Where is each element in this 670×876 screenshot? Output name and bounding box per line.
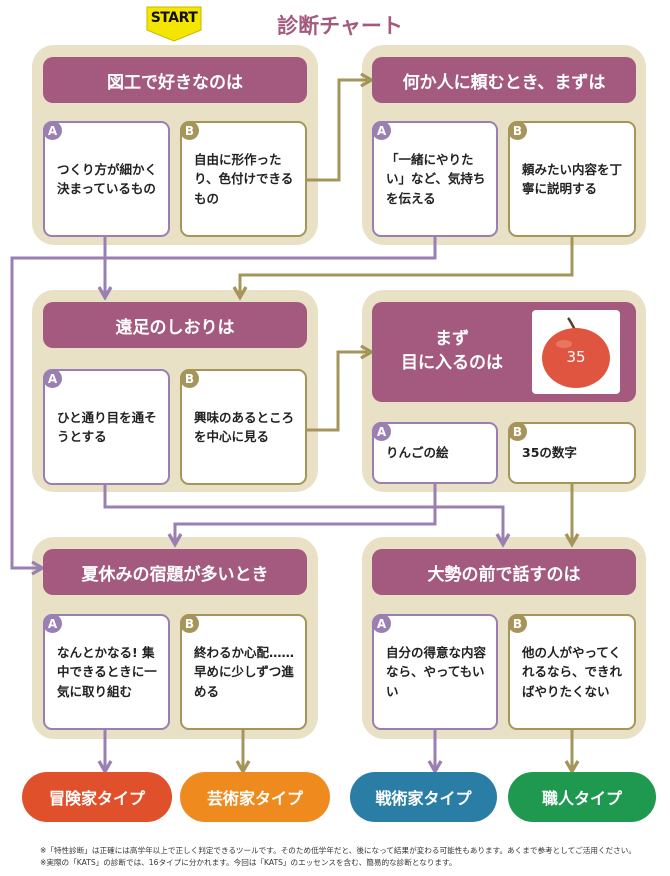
q5-choice-a[interactable]: なんとかなる! 集中できるときに一気に取り組む [43, 614, 170, 730]
badge-b: B [180, 121, 199, 140]
q2-choice-b[interactable]: 頼みたい内容を丁寧に説明する [508, 121, 636, 237]
badge-a: A [372, 121, 391, 140]
question-4-line1: まず [435, 329, 469, 350]
q2-choice-a[interactable]: 「一緒にやりたい」など、気持ちを伝える [372, 121, 498, 237]
start-label: START [150, 10, 198, 26]
badge-b: B [508, 422, 527, 441]
question-1-header: 図工で好きなのは [43, 57, 307, 103]
start-marker [146, 6, 202, 42]
result-adventurer: 冒険家タイプ [22, 772, 172, 822]
connector-q3b [307, 352, 370, 432]
connector-q1b [307, 80, 370, 182]
q4-choice-a[interactable]: りんごの絵 [372, 422, 498, 484]
q1-choice-a[interactable]: つくり方が細かく決まっているもの [43, 121, 170, 237]
q6-choice-a[interactable]: 自分の得意な内容なら、やってもいい [372, 614, 498, 730]
q4-choice-b[interactable]: 35の数字 [508, 422, 636, 484]
result-craftsman: 職人タイプ [508, 772, 656, 822]
badge-a: A [372, 614, 391, 633]
q3-choice-b[interactable]: 興味のあるところを中心に見る [180, 369, 307, 485]
result-artist: 芸術家タイプ [180, 772, 330, 822]
question-4-text: まず 目に入るのは [372, 328, 532, 376]
q6-choice-b[interactable]: 他の人がやってくれるなら、できればやりたくない [508, 614, 636, 730]
badge-a: A [43, 121, 62, 140]
q3-choice-a[interactable]: ひと通り目を通そうとする [43, 369, 170, 485]
result-tactician: 戦術家タイプ [350, 772, 497, 822]
connector-q4a [175, 483, 437, 543]
badge-a: A [43, 369, 62, 388]
question-4-line2: 目に入るのは [401, 353, 503, 373]
question-2-header: 何か人に頼むとき、まずは [372, 57, 636, 103]
footnote-2: ※実際の「KATS」の診断では、16タイプに分かれます。今回は「KATS」のエッ… [40, 858, 457, 867]
question-5-header: 夏休みの宿題が多いとき [43, 549, 307, 595]
footnote-1: ※「特性診断」は正確には高学年以上で正しく判定できるツールです。そのため低学年だ… [40, 846, 636, 855]
question-3-header: 遠足のしおりは [43, 302, 307, 348]
badge-b: B [180, 369, 199, 388]
connector-q2a [10, 237, 437, 568]
chart-title: 診断チャート [277, 14, 403, 38]
connector-q3a [103, 483, 503, 543]
badge-a: A [372, 422, 391, 441]
apple-number: 35 [566, 348, 586, 366]
badge-b: B [508, 614, 527, 633]
apple-icon [542, 317, 610, 388]
badge-a: A [43, 614, 62, 633]
question-4-header: まず 目に入るのは 35 [372, 302, 636, 402]
connector-q2b [240, 237, 574, 296]
apple-image: 35 [532, 310, 620, 394]
q5-choice-b[interactable]: 終わるか心配…… 早めに少しずつ進める [180, 614, 307, 730]
badge-b: B [180, 614, 199, 633]
badge-b: B [508, 121, 527, 140]
q1-choice-b[interactable]: 自由に形作ったり、色付けできるもの [180, 121, 307, 237]
question-6-header: 大勢の前で話すのは [372, 549, 636, 595]
